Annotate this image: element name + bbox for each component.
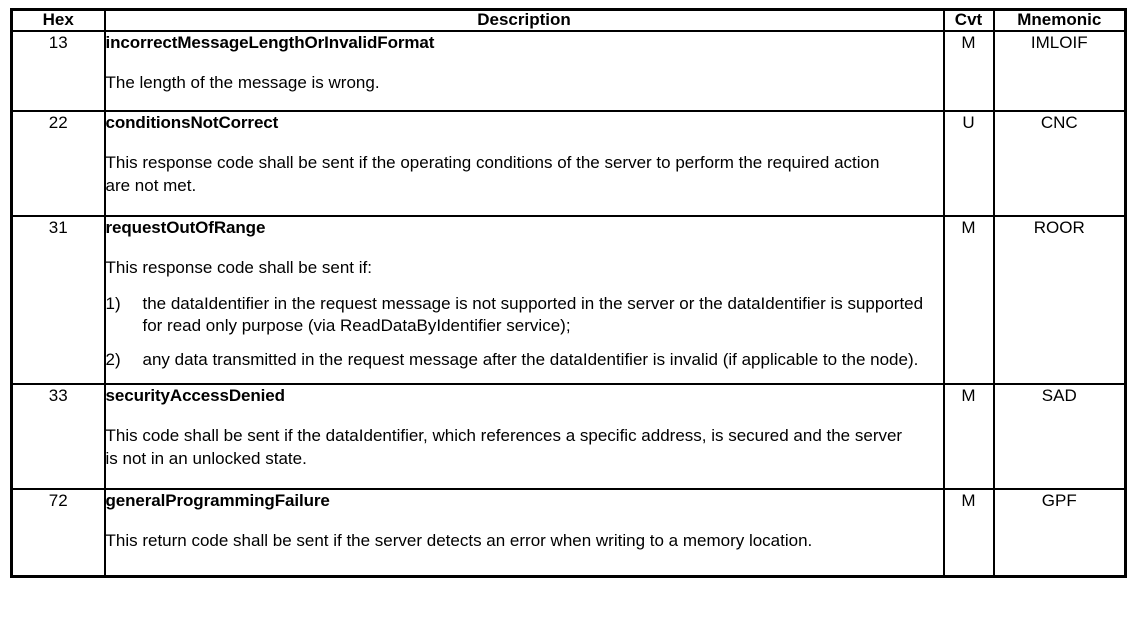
cell-mnemonic: CNC — [992, 110, 1127, 218]
response-code-name: incorrectMessageLengthOrInvalidFormat — [105, 32, 435, 52]
row-spacer — [106, 197, 943, 215]
cell-hex: 31 — [10, 215, 106, 386]
cell-description: requestOutOfRange This response code sha… — [103, 215, 945, 386]
list-item: 1) the dataIdentifier in the request mes… — [106, 293, 933, 338]
cell-cvt: M — [942, 29, 995, 113]
response-code-name: generalProgrammingFailure — [105, 491, 330, 510]
negative-response-code-table: Hex Description Cvt Mnemonic 13 incorrec… — [10, 8, 1127, 578]
response-code-name: securityAccessDenied — [105, 386, 286, 406]
list-item-marker: 2) — [105, 349, 121, 369]
table-header-row: Hex Description Cvt Mnemonic — [10, 8, 1127, 32]
row-spacer — [106, 553, 943, 575]
table-row: 33 securityAccessDenied This code shall … — [10, 383, 1127, 490]
cell-hex: 22 — [10, 110, 106, 218]
cell-cvt: M — [942, 383, 995, 490]
list-item-marker: 1) — [105, 293, 121, 313]
cell-mnemonic: ROOR — [992, 215, 1127, 386]
response-code-body: This return code shall be sent if the se… — [105, 531, 813, 551]
response-code-intro: This response code shall be sent if: — [105, 258, 372, 278]
table-row: 72 generalProgrammingFailure This return… — [10, 487, 1127, 578]
cell-cvt: M — [942, 487, 995, 578]
cell-description: incorrectMessageLengthOrInvalidFormat Th… — [103, 29, 945, 113]
cell-hex: 13 — [10, 29, 106, 113]
condition-list: 1) the dataIdentifier in the request mes… — [106, 293, 943, 371]
row-spacer — [106, 94, 943, 110]
response-code-body: This code shall be sent if the dataIdent… — [105, 426, 903, 468]
list-item-text: the dataIdentifier in the request messag… — [142, 293, 924, 336]
table-body: 13 incorrectMessageLengthOrInvalidFormat… — [10, 29, 1127, 578]
cell-description: securityAccessDenied This code shall be … — [103, 383, 945, 490]
table-row: 13 incorrectMessageLengthOrInvalidFormat… — [10, 29, 1127, 113]
cell-hex: 72 — [10, 487, 106, 578]
response-code-name: requestOutOfRange — [105, 218, 266, 238]
column-header-cvt: Cvt — [942, 8, 995, 32]
cell-description: generalProgrammingFailure This return co… — [103, 487, 945, 578]
cell-mnemonic: IMLOIF — [992, 29, 1127, 113]
response-code-body: The length of the message is wrong. — [105, 72, 380, 92]
table-header: Hex Description Cvt Mnemonic — [10, 8, 1127, 32]
cell-cvt: M — [942, 215, 995, 386]
table-row: 22 conditionsNotCorrect This response co… — [10, 110, 1127, 218]
column-header-hex: Hex — [10, 8, 106, 32]
list-item: 2) any data transmitted in the request m… — [106, 349, 933, 371]
list-item-text: any data transmitted in the request mess… — [142, 349, 919, 369]
column-header-description: Description — [103, 8, 945, 32]
response-code-name: conditionsNotCorrect — [105, 113, 279, 133]
column-header-mnemonic: Mnemonic — [992, 8, 1127, 32]
table-row: 31 requestOutOfRange This response code … — [10, 215, 1127, 386]
response-code-body: This response code shall be sent if the … — [105, 153, 880, 195]
cell-description: conditionsNotCorrect This response code … — [103, 110, 945, 218]
cell-cvt: U — [942, 110, 995, 218]
row-spacer — [106, 470, 943, 488]
row-spacer — [106, 371, 943, 383]
cell-hex: 33 — [10, 383, 106, 490]
cell-mnemonic: GPF — [992, 487, 1127, 578]
cell-mnemonic: SAD — [992, 383, 1127, 490]
